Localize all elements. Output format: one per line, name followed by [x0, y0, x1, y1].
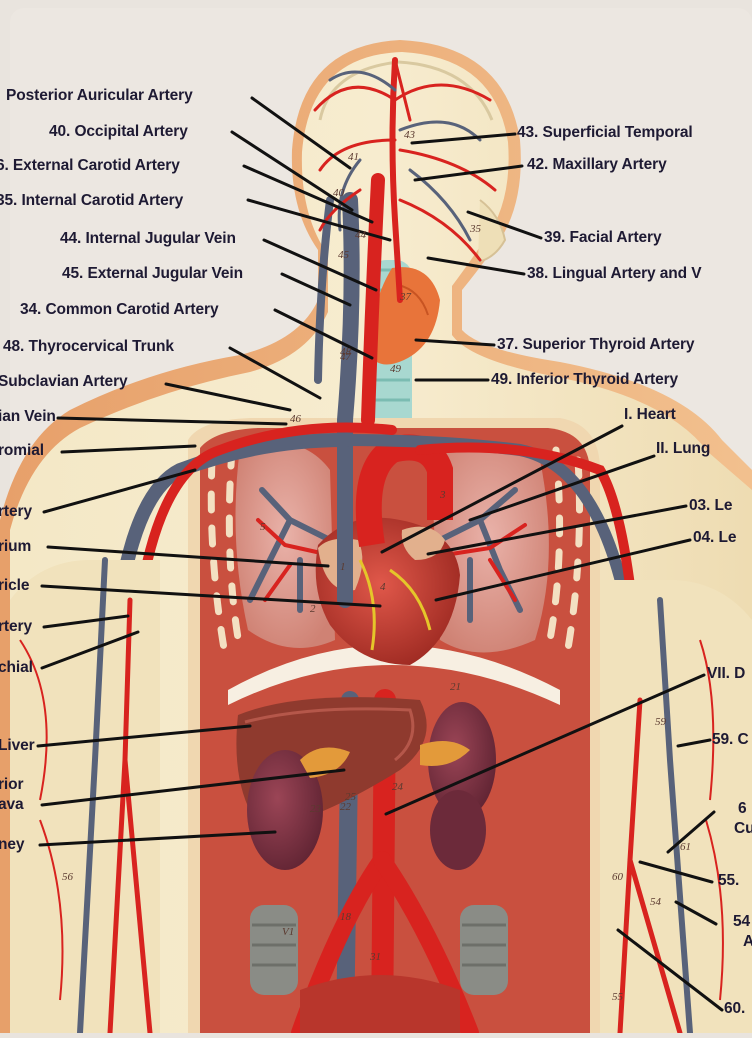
label-internal-carotid-artery: 35. Internal Carotid Artery — [0, 192, 183, 210]
model-number-56: 56 — [62, 871, 74, 883]
label-thyrocervical-trunk: 48. Thyrocervical Trunk — [3, 338, 174, 356]
label-inferior-thyroid-artery: 49. Inferior Thyroid Artery — [491, 371, 678, 389]
label-heart: I. Heart — [624, 406, 676, 424]
model-number-24: 24 — [392, 781, 404, 793]
label-54: 54 — [733, 913, 750, 931]
label-artery-left-b: rtery — [0, 618, 32, 636]
model-number-47: 47 — [340, 351, 352, 363]
label-a: A — [743, 933, 752, 951]
model-number-41: 41 — [348, 151, 359, 163]
model-number-3: 3 — [439, 489, 446, 501]
label-occipital-artery: 40. Occipital Artery — [49, 123, 188, 141]
label-03: 03. Le — [689, 497, 732, 515]
label-ventricle: ricle — [0, 577, 29, 595]
label-55: 55. — [718, 872, 739, 890]
model-number-V1: V1 — [282, 926, 294, 938]
label-subclavian-vein: ian Vein — [0, 408, 56, 426]
label-common-carotid-artery: 34. Common Carotid Artery — [20, 301, 218, 319]
model-number-46: 46 — [290, 413, 302, 425]
label-external-jugular-vein: 45. External Jugular Vein — [62, 265, 243, 283]
label-lingual-artery: 38. Lingual Artery and V — [527, 265, 701, 283]
model-number-2: 2 — [310, 603, 316, 615]
model-number-18: 18 — [340, 911, 352, 923]
label-posterior-auricular-artery: Posterior Auricular Artery — [6, 87, 193, 105]
model-number-1: 1 — [340, 561, 346, 573]
label-lung: II. Lung — [656, 440, 710, 458]
model-number-5: 5 — [260, 521, 266, 533]
label-artery-left-a: rtery — [0, 503, 32, 521]
label-facial-artery: 39. Facial Artery — [544, 229, 662, 247]
label-brachial: chial — [0, 659, 33, 677]
label-cu: Cu — [734, 820, 752, 838]
model-number-45: 45 — [338, 249, 350, 261]
label-vii: VII. D — [707, 665, 745, 683]
label-external-carotid-artery: 6. External Carotid Artery — [0, 157, 180, 175]
model-number-4: 4 — [380, 581, 386, 593]
model-number-49: 49 — [390, 363, 402, 375]
model-number-59: 59 — [655, 716, 667, 728]
label-atrium: rium — [0, 538, 31, 556]
label-kidney: ney — [0, 836, 24, 854]
label-liver: Liver — [0, 737, 35, 755]
label-59: 59. C — [712, 731, 749, 749]
label-60: 60. — [724, 1000, 745, 1018]
model-number-61: 61 — [680, 841, 691, 853]
label-6x: 6 — [738, 800, 747, 818]
model-number-35: 35 — [469, 223, 482, 235]
label-superior-thyroid-artery: 37. Superior Thyroid Artery — [497, 336, 694, 354]
model-number-43: 43 — [404, 129, 416, 141]
model-number-23: 23 — [310, 803, 322, 815]
model-number-40: 40 — [333, 187, 345, 199]
model-number-44: 44 — [355, 229, 367, 241]
model-number-31: 31 — [369, 951, 381, 963]
label-04: 04. Le — [693, 529, 736, 547]
model-number-60: 60 — [612, 871, 624, 883]
label-thoracoacromial: romial — [0, 442, 44, 460]
label-subclavian-artery: Subclavian Artery — [0, 373, 128, 391]
label-maxillary-artery: 42. Maxillary Artery — [527, 156, 667, 174]
label-vena-cava: ava — [0, 796, 24, 814]
model-number-55: 55 — [612, 991, 624, 1003]
model-number-54: 54 — [650, 896, 662, 908]
model-number-37: 37 — [399, 291, 412, 303]
model-number-21: 21 — [450, 681, 461, 693]
label-superficial-temporal: 43. Superficial Temporal — [517, 124, 693, 142]
model-number-25: 25 — [345, 791, 357, 803]
label-internal-jugular-vein: 44. Internal Jugular Vein — [60, 230, 236, 248]
label-inferior: rior — [0, 776, 23, 794]
